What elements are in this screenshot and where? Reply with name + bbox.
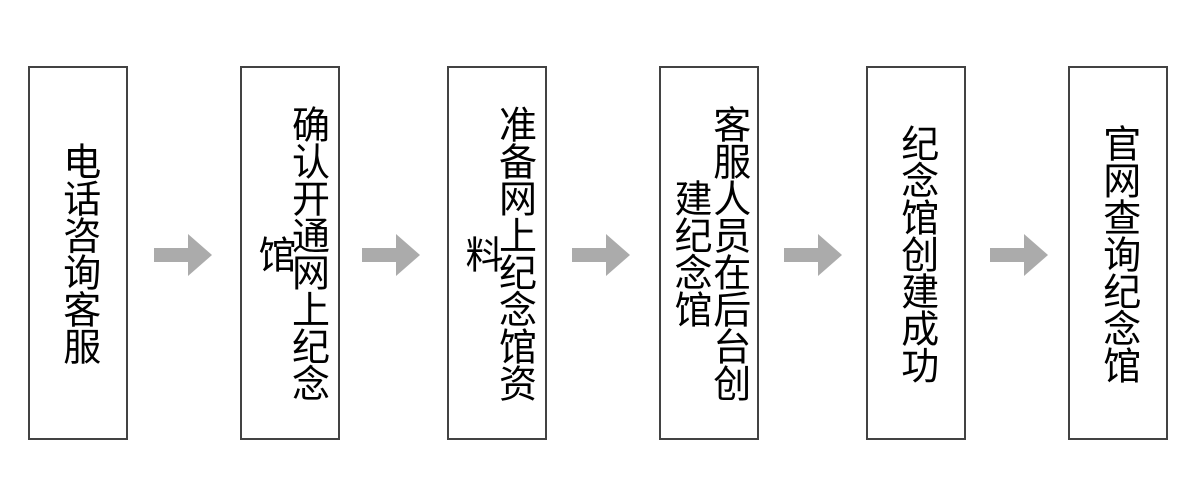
flow-arrow-1 [154, 234, 212, 276]
process-step-1[interactable]: 电话咨询客服 [28, 66, 128, 440]
flow-arrow-2 [362, 234, 420, 276]
process-step-4[interactable]: 客服人员在后台创建纪念馆 [659, 66, 759, 440]
flow-arrow-4 [784, 234, 842, 276]
right-arrow-icon [362, 234, 420, 276]
process-step-5[interactable]: 纪念馆创建成功 [866, 66, 966, 440]
right-arrow-icon [154, 234, 212, 276]
process-step-2[interactable]: 确认开通网上纪念馆 [240, 66, 340, 440]
right-arrow-icon [990, 234, 1048, 276]
flow-arrow-5 [990, 234, 1048, 276]
process-step-3-label: 准备网上纪念馆资料 [459, 105, 537, 401]
right-arrow-icon [784, 234, 842, 276]
process-step-3[interactable]: 准备网上纪念馆资料 [447, 66, 547, 440]
right-arrow-icon [572, 234, 630, 276]
process-step-6[interactable]: 官网查询纪念馆 [1068, 66, 1168, 440]
process-step-2-label: 确认开通网上纪念馆 [252, 105, 330, 401]
process-step-6-label: 官网查询纪念馆 [1096, 123, 1141, 383]
process-step-1-label: 电话咨询客服 [56, 142, 101, 364]
flow-arrow-3 [572, 234, 630, 276]
process-step-4-label: 客服人员在后台创建纪念馆 [668, 105, 751, 401]
process-step-5-label: 纪念馆创建成功 [894, 123, 939, 383]
